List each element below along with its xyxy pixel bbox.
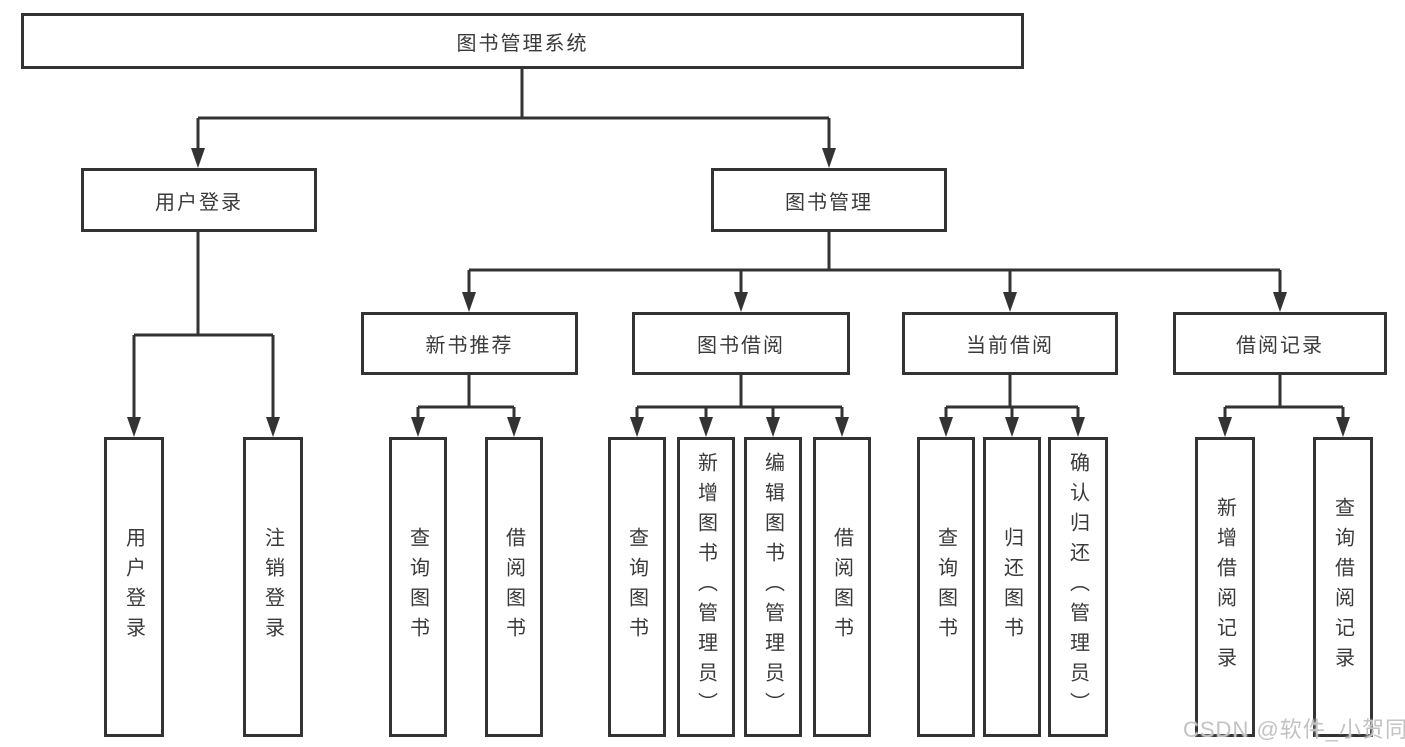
leaf-bb-add-books-admin-label: 新增图书（管理员） (694, 452, 717, 722)
leaf-bb-borrow-books-label: 借阅图书 (830, 527, 853, 647)
node-borrow-records-label: 借阅记录 (1236, 335, 1324, 357)
node-book-management-label: 图书管理 (785, 191, 873, 214)
leaf-nb-query-books-label: 查询图书 (406, 527, 429, 647)
leaf-bb-borrow-books: 借阅图书 (813, 437, 871, 737)
csdn-watermark: CSDN @软件_小贺同学 (1183, 717, 1405, 742)
leaf-bb-query-books-label: 查询图书 (625, 527, 648, 647)
node-user-login-label: 用户登录 (155, 191, 243, 214)
node-new-book-recommend-label: 新书推荐 (425, 335, 514, 357)
node-root: 图书管理系统 (21, 13, 1024, 69)
leaf-logout: 注销登录 (243, 437, 303, 737)
leaf-user-login-label: 用户登录 (122, 527, 145, 647)
leaf-bb-add-books-admin: 新增图书（管理员） (677, 437, 735, 737)
node-new-book-recommend: 新书推荐 (361, 312, 578, 375)
node-book-borrow: 图书借阅 (632, 312, 850, 375)
leaf-user-login: 用户登录 (104, 437, 164, 737)
node-user-login: 用户登录 (81, 168, 317, 232)
leaf-cb-confirm-return-admin: 确认归还（管理员） (1048, 437, 1108, 737)
leaf-logout-label: 注销登录 (261, 527, 284, 647)
node-book-borrow-label: 图书借阅 (697, 335, 785, 357)
node-root-label: 图书管理系统 (456, 32, 589, 55)
leaf-cb-return-books-label: 归还图书 (1000, 527, 1023, 647)
leaf-nb-query-books: 查询图书 (389, 437, 447, 737)
leaf-cb-query-books: 查询图书 (917, 437, 975, 737)
leaf-bb-edit-books-admin-label: 编辑图书（管理员） (761, 452, 784, 722)
leaf-cb-query-books-label: 查询图书 (934, 527, 957, 647)
leaf-br-add-record-label: 新增借阅记录 (1213, 497, 1236, 677)
node-borrow-records: 借阅记录 (1173, 312, 1387, 375)
leaf-nb-borrow-books-label: 借阅图书 (502, 527, 525, 647)
leaf-cb-return-books: 归还图书 (983, 437, 1041, 737)
leaf-nb-borrow-books: 借阅图书 (485, 437, 543, 737)
node-current-borrow-label: 当前借阅 (966, 335, 1054, 357)
node-current-borrow: 当前借阅 (902, 312, 1118, 375)
leaf-bb-query-books: 查询图书 (608, 437, 666, 737)
leaf-br-query-record: 查询借阅记录 (1313, 437, 1373, 737)
leaf-cb-confirm-return-admin-label: 确认归还（管理员） (1066, 452, 1089, 722)
leaf-br-query-record-label: 查询借阅记录 (1331, 497, 1354, 677)
node-book-management: 图书管理 (711, 168, 947, 232)
leaf-br-add-record: 新增借阅记录 (1195, 437, 1255, 737)
leaf-bb-edit-books-admin: 编辑图书（管理员） (744, 437, 802, 737)
